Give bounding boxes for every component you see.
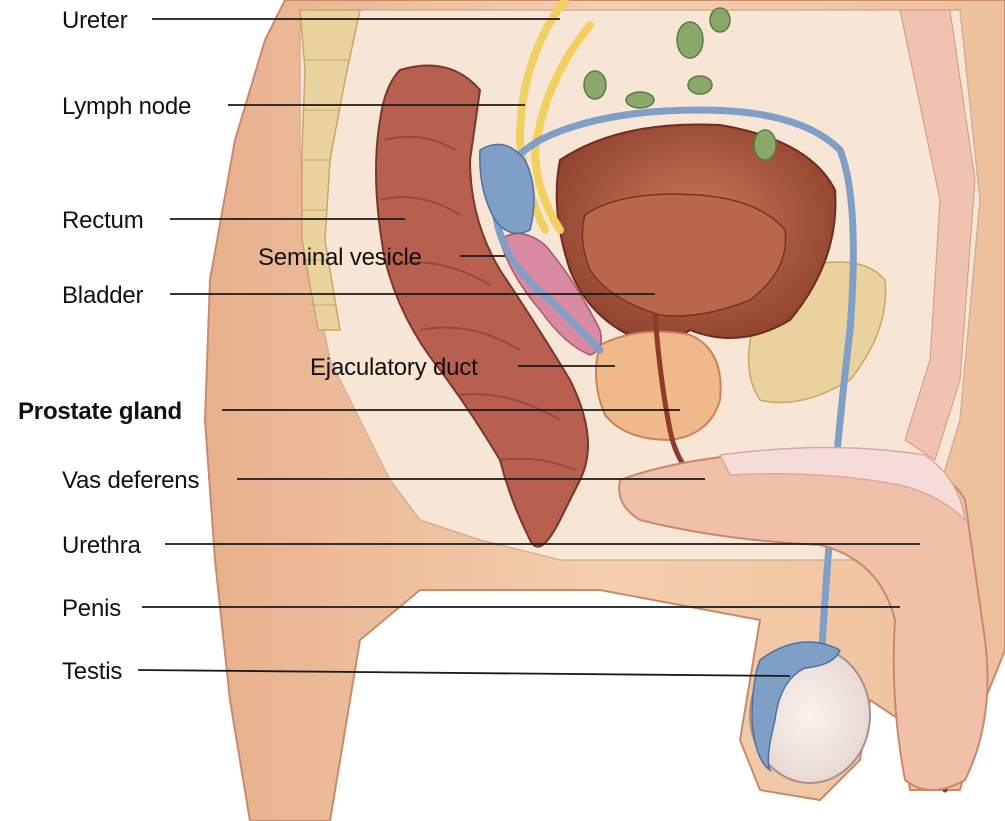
label-lymph-node: Lymph node xyxy=(62,93,191,120)
label-rectum: Rectum xyxy=(62,207,144,234)
label-penis: Penis xyxy=(62,595,121,622)
label-bladder: Bladder xyxy=(62,282,144,309)
label-ejaculatory-duct: Ejaculatory duct xyxy=(310,354,478,381)
label-testis: Testis xyxy=(62,658,122,685)
label-seminal-vesicle: Seminal vesicle xyxy=(258,244,422,271)
label-vas-deferens: Vas deferens xyxy=(62,467,199,494)
label-prostate-gland: Prostate gland xyxy=(18,398,182,425)
label-ureter: Ureter xyxy=(62,7,128,34)
label-urethra: Urethra xyxy=(62,532,141,559)
